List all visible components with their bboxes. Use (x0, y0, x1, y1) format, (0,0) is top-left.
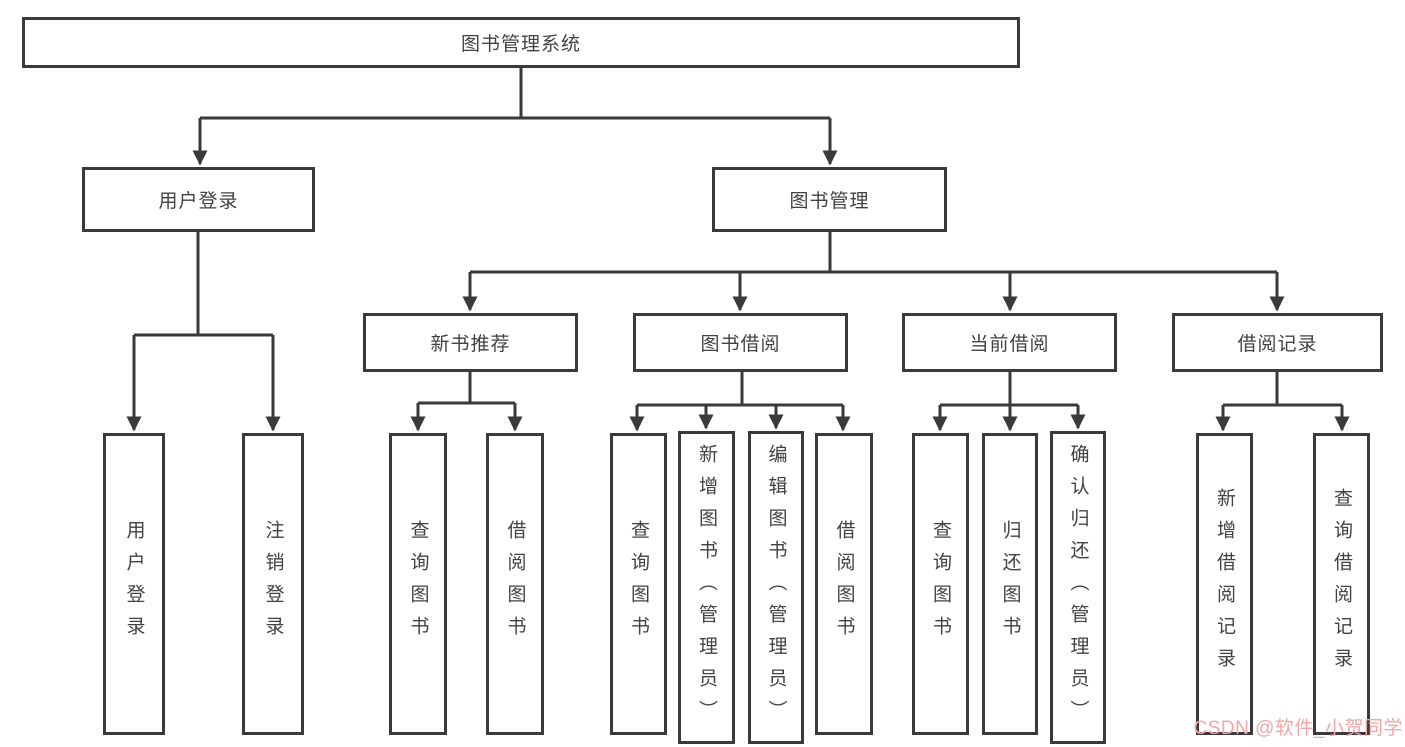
leaf-add-books-admin: 新增图书（管理员） (678, 431, 735, 744)
leaf-borrow-books-recommend: 借阅图书 (486, 433, 544, 735)
node-label: 归还图书 (999, 520, 1021, 648)
node-label: 查询图书 (407, 520, 429, 648)
node-label: 用户登录 (158, 191, 239, 212)
leaf-query-books-recommend: 查询图书 (389, 433, 447, 735)
node-label: 新增图书（管理员） (696, 443, 717, 732)
node-label: 借阅图书 (833, 520, 855, 648)
node-label: 新书推荐 (430, 334, 511, 355)
node-label: 注销登录 (262, 520, 284, 648)
csdn-watermark: CSDN @软件_小贺同学 (1193, 718, 1403, 739)
leaf-confirm-return-admin: 确认归还（管理员） (1050, 431, 1106, 744)
node-user-login: 用户登录 (82, 167, 315, 232)
node-label: 用户登录 (123, 520, 145, 648)
leaf-query-borrow-record: 查询借阅记录 (1313, 433, 1370, 735)
node-label: 编辑图书（管理员） (765, 443, 787, 732)
leaf-borrow-books: 借阅图书 (815, 433, 873, 735)
node-book-management-system: 图书管理系统 (22, 17, 1020, 68)
node-label: 新增借阅记录 (1214, 488, 1235, 680)
node-label: 查询图书 (930, 520, 951, 648)
node-label: 查询借阅记录 (1331, 488, 1352, 680)
node-label: 查询图书 (628, 520, 649, 648)
node-label: 借阅图书 (504, 520, 526, 648)
leaf-user-login: 用户登录 (103, 433, 165, 735)
node-book-management: 图书管理 (712, 167, 947, 232)
leaf-edit-books-admin: 编辑图书（管理员） (748, 431, 804, 744)
leaf-logout: 注销登录 (242, 433, 304, 735)
node-label: 图书管理系统 (460, 34, 581, 55)
node-label: 当前借阅 (969, 334, 1050, 355)
leaf-return-books: 归还图书 (982, 433, 1038, 735)
node-label: 图书借阅 (700, 334, 781, 355)
node-book-borrowing: 图书借阅 (633, 313, 848, 372)
leaf-add-borrow-record: 新增借阅记录 (1196, 433, 1253, 735)
leaf-query-books-current: 查询图书 (912, 433, 969, 735)
node-label: 确认归还（管理员） (1067, 443, 1089, 732)
node-label: 借阅记录 (1237, 334, 1318, 355)
node-borrowing-records: 借阅记录 (1172, 313, 1383, 372)
node-current-borrowing: 当前借阅 (902, 313, 1117, 372)
node-new-book-recommend: 新书推荐 (363, 313, 578, 372)
leaf-query-books-borrow: 查询图书 (610, 433, 667, 735)
node-label: 图书管理 (789, 191, 870, 212)
